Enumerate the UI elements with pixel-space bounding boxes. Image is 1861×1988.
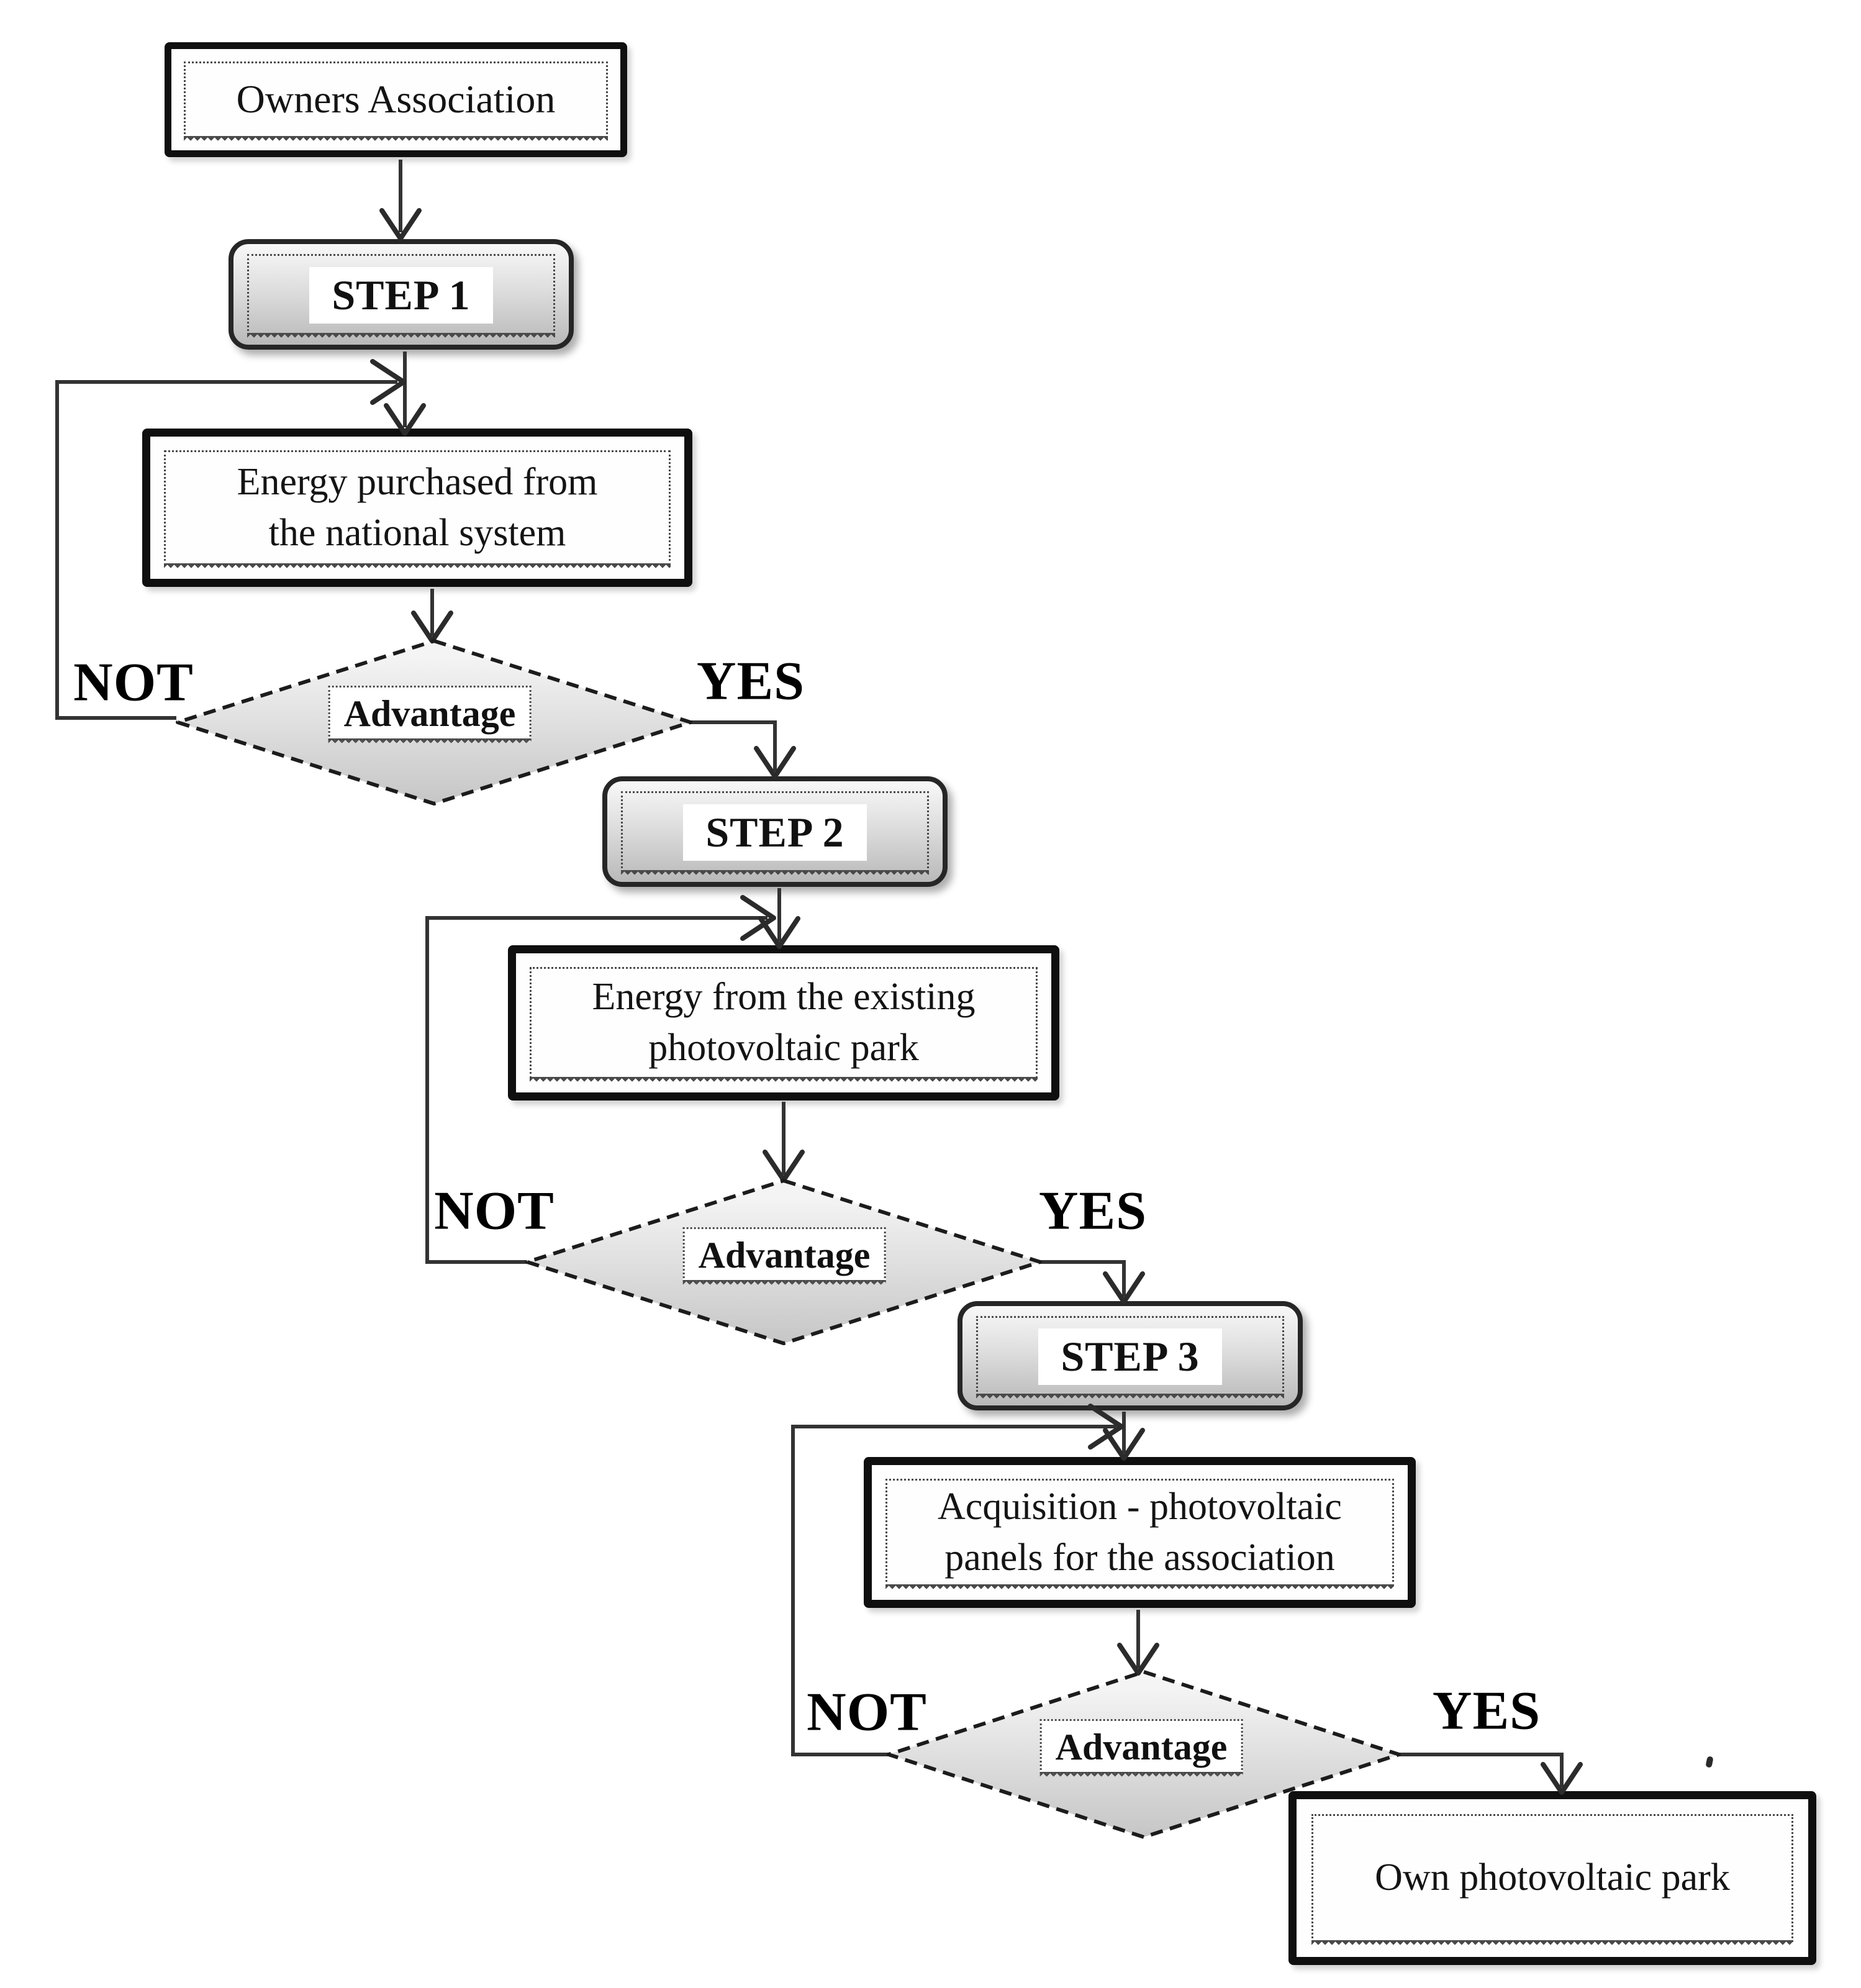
start-node-label: Owners Association [236,77,556,122]
decision-1-label: Advantage [328,686,532,745]
step-2-node: STEP 2 [602,776,948,887]
process-3-text-line2: panels for the association [944,1536,1335,1579]
decision-1-yes-label: YES [696,651,805,712]
arrowhead-down-icon [1103,1428,1145,1461]
decision-3-label: Advantage [1039,1719,1243,1779]
arrowhead-down-icon [758,916,800,949]
arrow-yes1-to-step2 [691,720,777,771]
decision-2-yes-label: YES [1038,1181,1148,1241]
inner-marquee: STEP 2 [621,791,929,877]
arrowhead-down-icon [754,746,796,779]
step-3-label: STEP 3 [1038,1328,1222,1385]
process-1-text-line2: the national system [268,511,566,554]
ink-speck [1705,1756,1714,1768]
inner-marquee: STEP 1 [247,254,555,340]
arrowhead-down-icon [763,1150,805,1182]
process-3-acquisition-box: Acquisition - photovoltaic panels for th… [864,1457,1416,1608]
start-node-owners-association: Owners Association [165,42,627,157]
arrow-yes3-to-end [1399,1753,1564,1787]
arrowhead-down-icon [379,208,422,241]
decision-3-yes-label: YES [1432,1681,1541,1741]
step-3-node: STEP 3 [958,1301,1303,1410]
inner-marquee: STEP 3 [976,1316,1284,1400]
end-node-label: Own photovoltaic park [1375,1856,1730,1899]
process-2-text-line1: Energy from the existing [592,976,976,1019]
decision-2-label: Advantage [682,1227,886,1287]
decision-1-not-label: NOT [73,652,194,713]
process-1-text-line1: Energy purchased from [237,460,598,503]
arrow-yes2-to-step3 [1040,1260,1126,1297]
arrowhead-down-icon [1541,1762,1583,1795]
step-1-label: STEP 1 [309,267,493,324]
arrowhead-right-icon [1088,1404,1124,1450]
process-2-existing-pv-box: Energy from the existing photovoltaic pa… [508,945,1059,1101]
arrowhead-right-icon [740,895,776,941]
decision-3-not-label: NOT [807,1682,927,1743]
inner-marquee [1311,1814,1793,1947]
arrowhead-down-icon [1103,1271,1145,1304]
step-2-label: STEP 2 [683,804,867,861]
arrowhead-down-icon [1117,1643,1159,1676]
process-2-text-line2: photovoltaic park [648,1027,919,1069]
step-1-node: STEP 1 [229,239,574,350]
arrowhead-right-icon [370,359,406,405]
process-1-energy-purchased-box: Energy purchased from the national syste… [142,429,692,587]
arrowhead-down-icon [411,610,453,643]
decision-2-not-label: NOT [434,1181,555,1241]
inner-marquee [184,61,608,143]
process-3-text-line1: Acquisition - photovoltaic [938,1485,1342,1528]
end-node-own-pv-park: Own photovoltaic park [1288,1791,1816,1965]
